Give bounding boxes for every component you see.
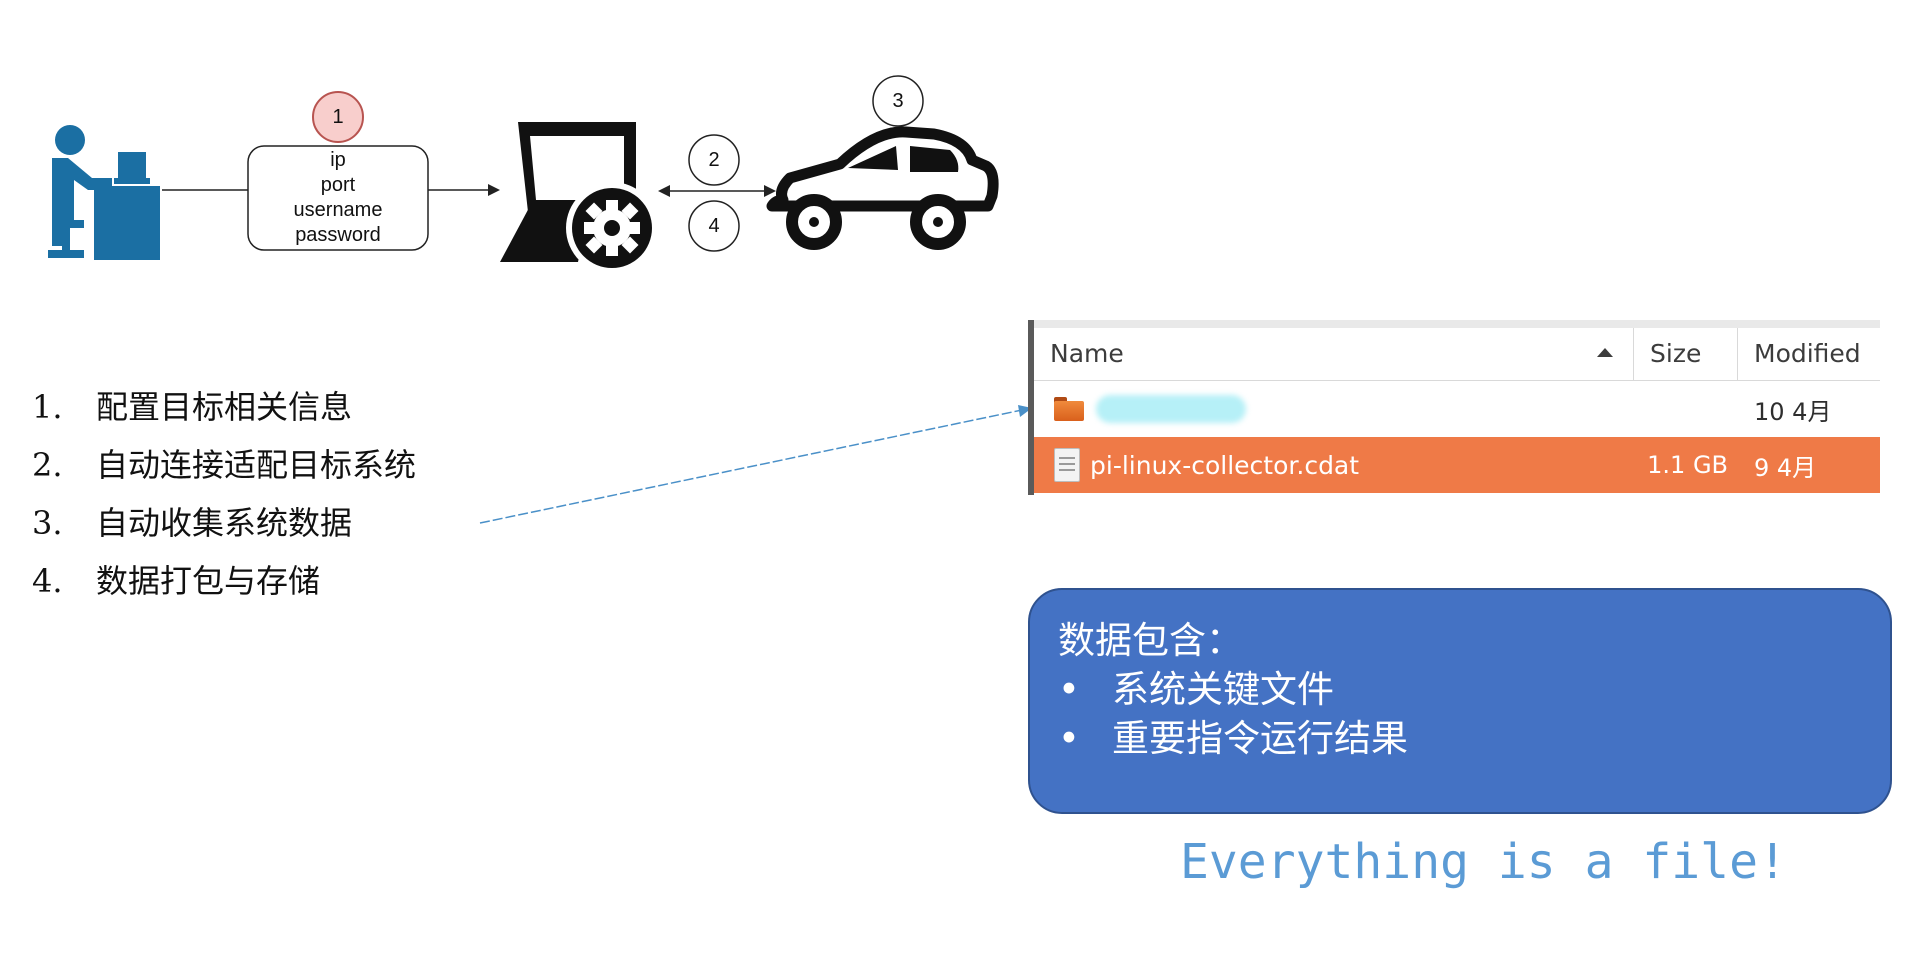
column-header-size[interactable]: Size (1634, 328, 1738, 380)
data-box-item-text: 系统关键文件 (1112, 668, 1334, 711)
file-list-header: Name Size Modified (1034, 328, 1880, 381)
user-at-computer-icon (48, 125, 160, 260)
sort-ascending-icon (1597, 348, 1613, 357)
credential-password: password (295, 224, 381, 246)
binary-file-icon (1054, 448, 1080, 482)
step-1-circle (312, 91, 364, 143)
step-1-label: 1 (332, 106, 344, 128)
data-box-list: • 系统关键文件 • 重要指令运行结果 (1058, 665, 1890, 763)
step-item-text: 配置目标相关信息 (96, 388, 353, 426)
step-item-number: 2. (32, 446, 63, 484)
step-item: 1. 配置目标相关信息 (32, 382, 416, 440)
connector-arrow (479, 405, 1032, 524)
file-manager-screenshot: Name Size Modified 10 4月 pi-linux-collec… (1028, 320, 1880, 495)
credential-ip: ip (330, 149, 346, 171)
step-3-label: 3 (892, 90, 904, 112)
column-header-modified[interactable]: Modified (1738, 328, 1880, 380)
file-size-cell: 1.1 GB (1647, 451, 1728, 479)
step-2-circle (688, 134, 740, 186)
step-item: 4. 数据打包与存储 (32, 556, 416, 614)
step-item-number: 1. (32, 388, 63, 426)
step-item-text: 数据打包与存储 (96, 562, 321, 600)
file-name-cell (1034, 395, 1634, 423)
bullet-icon: • (1058, 668, 1080, 711)
step-item-number: 4. (32, 562, 63, 600)
column-header-modified-label: Modified (1754, 339, 1861, 368)
data-box-title: 数据包含： (1058, 619, 1243, 662)
step-item-text: 自动收集系统数据 (96, 504, 353, 542)
file-name-text: pi-linux-collector.cdat (1090, 450, 1360, 480)
file-row-collector[interactable]: pi-linux-collector.cdat 1.1 GB 9 4月 (1034, 437, 1880, 493)
steps-list: 1. 配置目标相关信息 2. 自动连接适配目标系统 3. 自动收集系统数据 4. 数据打… (32, 382, 416, 614)
file-modified-cell: 10 4月 (1754, 397, 1832, 426)
step-4-label: 4 (708, 215, 720, 237)
step-4-circle (688, 200, 740, 252)
credential-port: port (320, 174, 356, 196)
folder-icon (1054, 397, 1084, 421)
data-box-item: • 系统关键文件 (1058, 665, 1890, 714)
redacted-folder-name (1096, 395, 1246, 423)
data-box-item: • 重要指令运行结果 (1058, 714, 1890, 763)
file-row-folder[interactable]: 10 4月 (1034, 381, 1880, 437)
panel-top-strip (1034, 320, 1880, 328)
step-item-text: 自动连接适配目标系统 (96, 446, 417, 484)
step-item-number: 3. (32, 504, 63, 542)
bullet-icon: • (1058, 717, 1080, 760)
credentials-box (247, 145, 429, 251)
file-name-cell: pi-linux-collector.cdat (1034, 448, 1634, 482)
flow-diagram (48, 75, 999, 274)
file-modified-cell: 9 4月 (1754, 453, 1817, 482)
step-2-label: 2 (708, 149, 720, 171)
data-contents-box: 数据包含： • 系统关键文件 • 重要指令运行结果 (1028, 588, 1892, 814)
data-box-item-text: 重要指令运行结果 (1112, 717, 1408, 760)
column-header-size-label: Size (1650, 339, 1702, 368)
column-header-name[interactable]: Name (1034, 328, 1634, 380)
step-item: 2. 自动连接适配目标系统 (32, 440, 416, 498)
step-3-circle (872, 75, 924, 127)
step-item: 3. 自动收集系统数据 (32, 498, 416, 556)
slogan-text: Everything is a file! (1180, 834, 1787, 890)
column-header-name-label: Name (1050, 339, 1124, 368)
laptop-gear-icon (500, 122, 658, 274)
car-icon (766, 126, 999, 250)
credential-username: username (293, 199, 383, 221)
